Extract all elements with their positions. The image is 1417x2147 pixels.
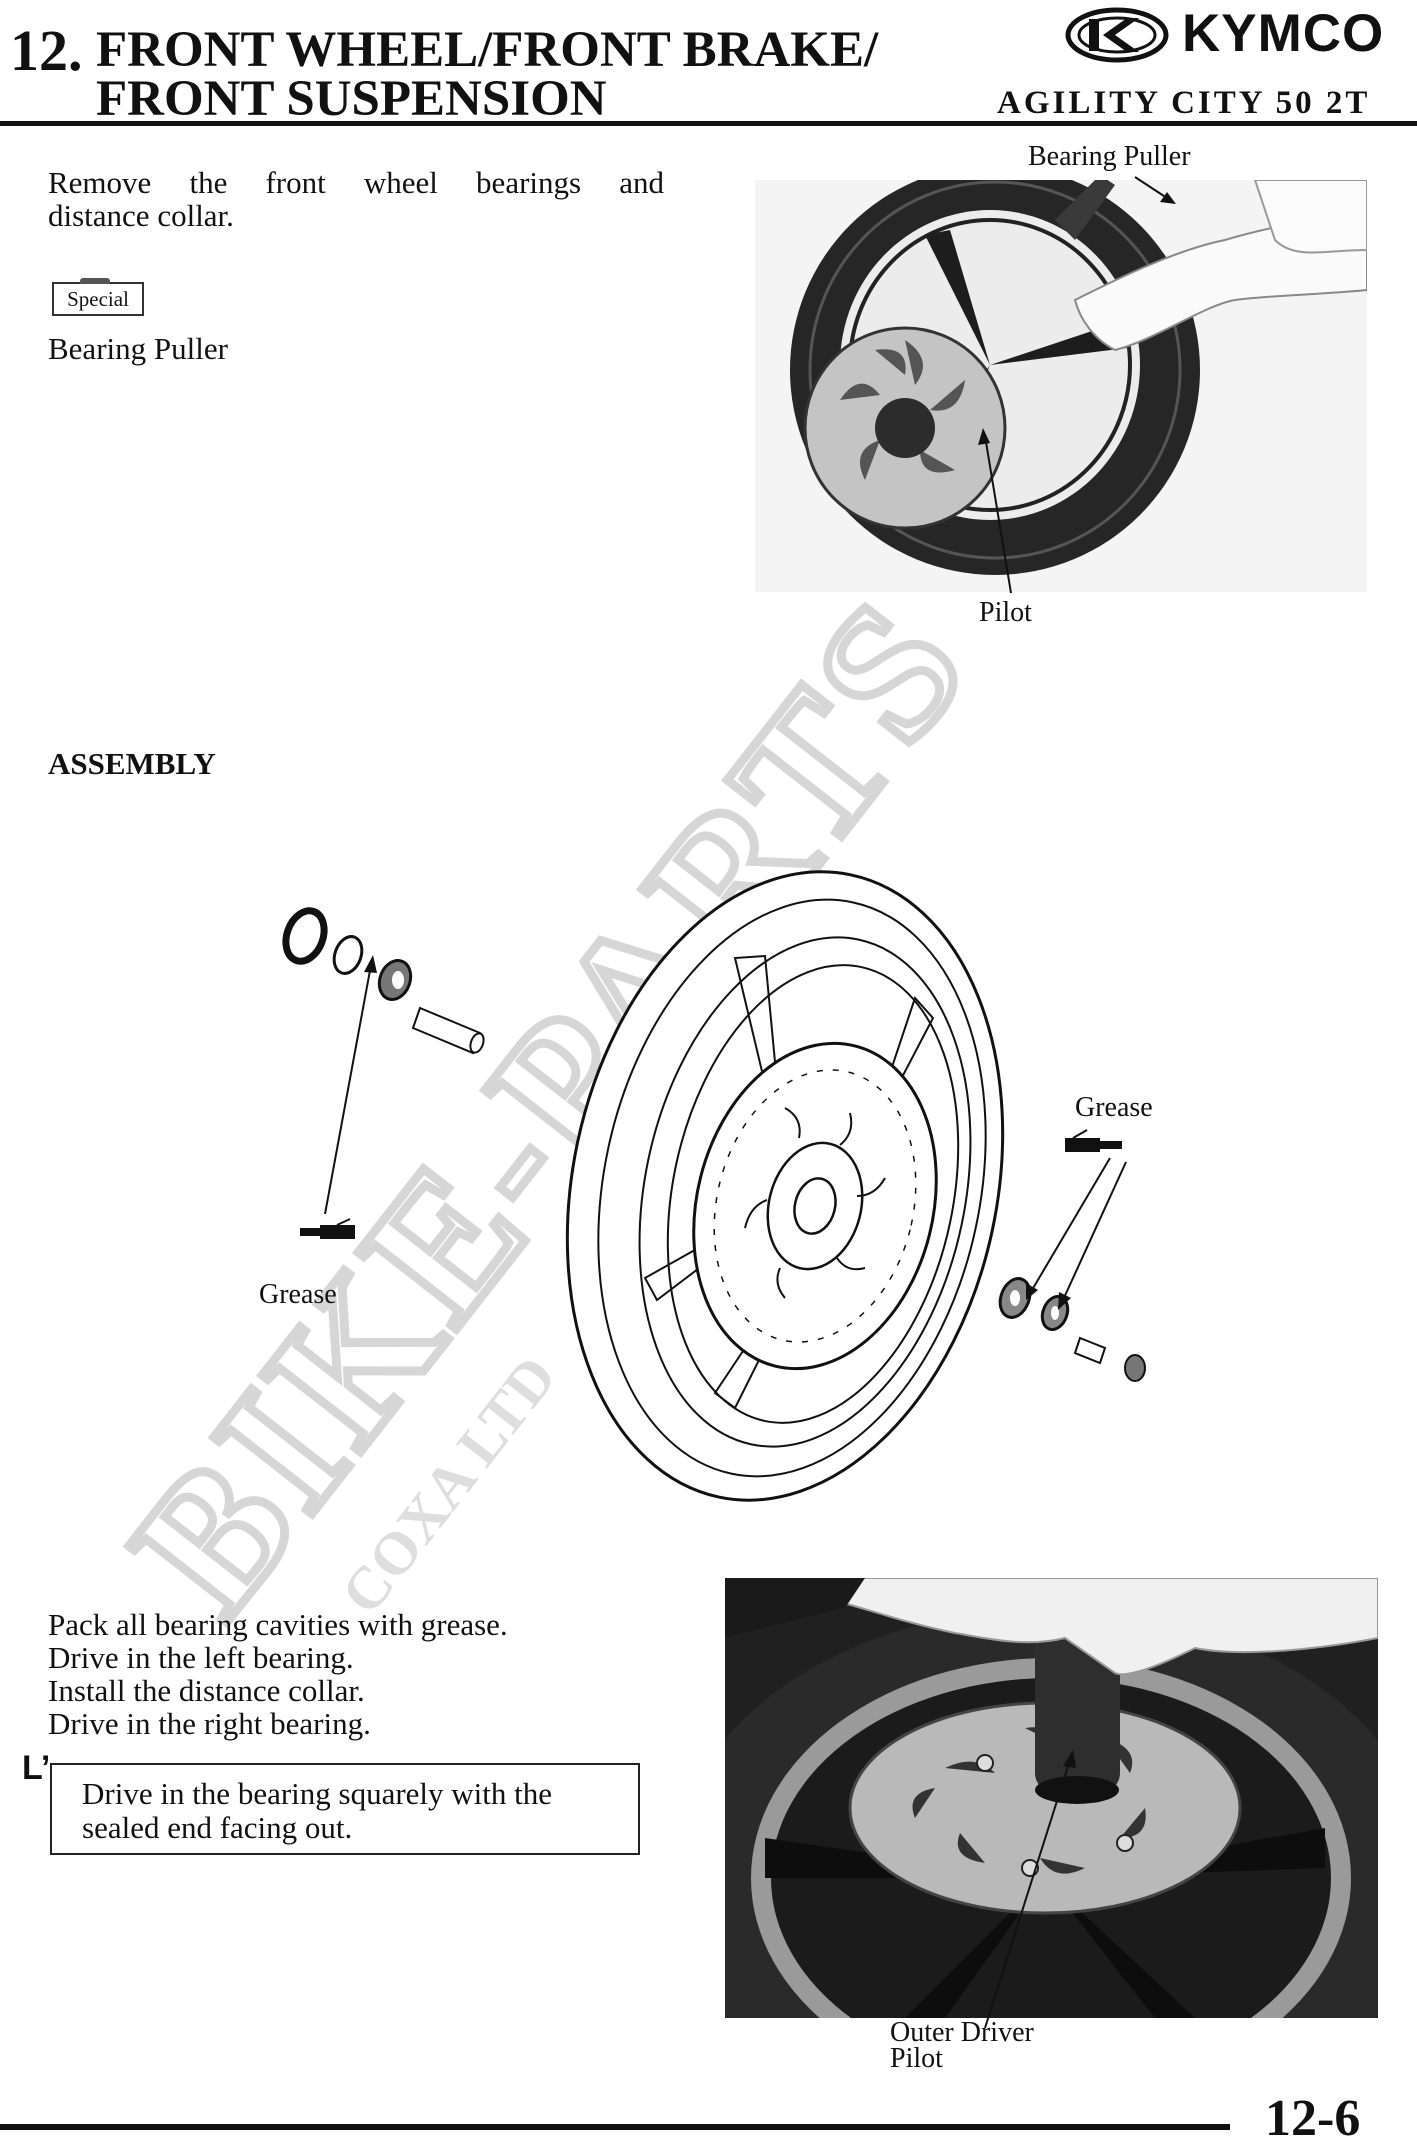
kymco-logo-icon [1065,7,1169,63]
install-step-2: Drive in the left bearing. [48,1640,354,1675]
tool-name: Bearing Puller [48,331,228,366]
brand-name: KYMCO [1182,4,1385,63]
chapter-title: FRONT WHEEL/FRONT BRAKE/ FRONT SUSPENSIO… [96,22,879,127]
caution-flag-icon: L’ [22,1749,51,1787]
model-name: AGILITY CITY 50 2T [997,85,1371,121]
label-bearing-puller: Bearing Puller [1028,141,1191,172]
page-number: 12-6 [1265,2090,1361,2147]
photo-outer-driver [725,1578,1378,2018]
install-step-4: Drive in the right bearing. [48,1706,371,1741]
chapter-title-line1: FRONT WHEEL/FRONT BRAKE/ [96,22,879,78]
chapter-title-line2: FRONT SUSPENSION [96,71,607,127]
footer-rule [0,2124,1230,2130]
label-grease-left: Grease [259,1279,337,1310]
label-outer-driver-pilot: Outer Driver Pilot [890,2017,1034,2074]
remove-instruction-line1: Remove the front wheel bearings and [48,165,664,200]
caution-note-line2: sealed end facing out. [82,1810,353,1845]
label-outer-driver: Outer Driver [890,2017,1034,2048]
caution-note-line1: Drive in the bearing squarely with the [82,1776,553,1811]
caution-note-text: Drive in the bearing squarely with the s… [82,1777,552,1845]
remove-instruction-line2: distance collar. [48,198,234,233]
label-pilot-top: Pilot [979,597,1032,628]
label-pilot-bottom: Pilot [890,2043,943,2074]
photo-bearing-puller [755,180,1367,592]
label-grease-right: Grease [1075,1092,1153,1123]
header-rule [0,121,1417,126]
caution-note-box [50,1763,640,1855]
install-step-1: Pack all bearing cavities with grease. [48,1607,508,1642]
install-step-3: Install the distance collar. [48,1673,365,1708]
assembly-heading: ASSEMBLY [48,746,216,781]
install-steps: Pack all bearing cavities with grease. D… [48,1608,508,1740]
remove-instruction: Remove the front wheel bearings and dist… [48,166,664,232]
chapter-number: 12. [10,18,83,83]
special-tool-badge: Special [52,278,144,316]
